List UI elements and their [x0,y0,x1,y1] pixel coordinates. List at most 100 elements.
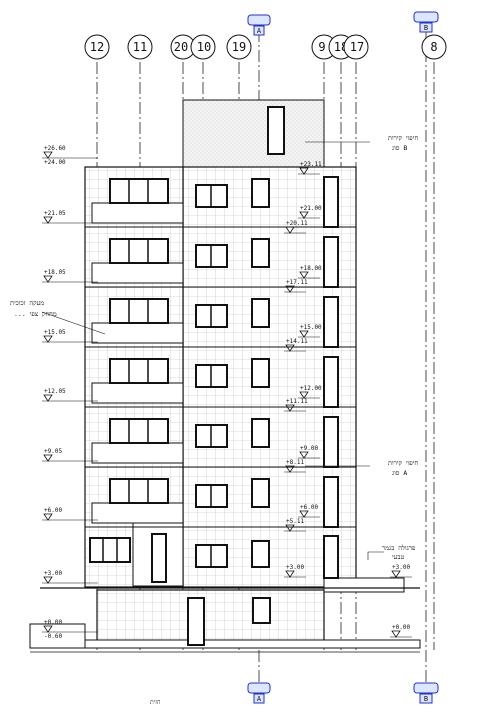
svg-text:-0.60: -0.60 [44,633,62,640]
svg-text:+3.00: +3.00 [392,564,410,571]
svg-text:B: B [424,24,428,32]
svg-text:+5.11: +5.11 [286,518,304,525]
svg-text:סוג B: סוג B [392,144,407,152]
balcony-railing [91,262,184,284]
level-marker-left-f7: +21.05 [42,210,98,224]
balcony-railing [91,322,184,344]
level-marker-left-f3: +9.05 [42,448,98,462]
level-marker-left-f1: +3.00 [42,570,98,584]
balcony-railing [91,202,184,224]
level-marker-right-r0: +3.00 [284,564,306,578]
note-cladding-a: חיפוי קירות סוג A [305,459,418,477]
svg-text:חיפוי קירות: חיפוי קירות [388,134,418,142]
svg-text:מעקה זכוכית: מעקה זכוכית [10,299,44,307]
svg-text:A: A [257,695,262,703]
grid-bubbles: 12 11 20 10 19 9 18 17 8 [84,34,447,60]
section-markers: A B A B [247,11,439,704]
svg-text:+18.00: +18.00 [300,265,322,272]
svg-text:+18.05: +18.05 [44,269,66,276]
level-marker-right-r2b: +8.11 [284,459,306,473]
level-marker-right-r1b: +5.11 [284,518,306,532]
svg-text:+9.05: +9.05 [44,448,62,455]
svg-text:+3.00: +3.00 [286,564,304,571]
level-marker-left-f6: +18.05 [42,269,98,283]
floor-1 [85,476,356,528]
svg-text:+23.11: +23.11 [300,161,322,168]
podium-ledge [323,577,405,593]
svg-text:+20.11: +20.11 [286,220,308,227]
grid-bubble-19: 19 [226,34,252,60]
tall-window [323,236,339,288]
level-marker-right-r3b: +11.11 [284,398,308,412]
note-railing: מעקה זכוכית ... מחוזק צפי [10,299,106,335]
svg-text:טבעי: טבעי [392,553,405,561]
left-level-markers: +26.60+24.00 +21.05 +18.05 +15.05 +12.05 +9.0… [42,145,98,640]
svg-text:+12.00: +12.00 [300,385,322,392]
annotations: חיפוי קירות סוג B מעקה זכוכית ... מחוזק … [10,134,418,561]
svg-text:17: 17 [350,40,364,54]
floor-2 [85,416,356,468]
svg-text:+14.11: +14.11 [286,338,308,345]
section-marker-bottom-b: B [413,682,439,704]
narrow-window [251,540,270,568]
balcony-railing [91,442,184,464]
grid-bubble-17: 17 [343,34,369,60]
svg-text:9: 9 [318,40,325,54]
svg-text:+6.00: +6.00 [44,507,62,514]
svg-text:+0.00: +0.00 [392,624,410,631]
grid-bubble-9: 9 [311,34,337,60]
balcony-railing [91,502,184,524]
grid-bubble-10: 10 [190,34,216,60]
svg-text:+12.05: +12.05 [44,388,66,395]
svg-text:B: B [424,695,428,703]
narrow-window [251,298,270,328]
level-marker-right-r-1: +0.00 [390,624,412,638]
svg-text:19: 19 [232,40,246,54]
tall-window [323,176,339,228]
balcony-window [109,358,169,384]
floor-4 [85,296,356,348]
level-marker-left-f5: +15.05 [42,329,98,343]
svg-text:10: 10 [197,40,211,54]
ground-plinth [29,639,421,649]
svg-text:+17.11: +17.11 [286,279,308,286]
svg-text:+24.00: +24.00 [44,159,66,166]
right-level-markers: +23.11 +21.00 +20.11 +18.00 +17.11 +15.00 +14.… [284,161,412,638]
f1-left-window [89,537,131,563]
svg-text:A: A [257,27,262,35]
note-cladding-b: חיפוי קירות סוג B [305,134,418,152]
svg-text:+3.00: +3.00 [44,570,62,577]
level-marker-right-r2: +9.00 [298,445,320,459]
footer-label: חזית [150,699,161,706]
level-marker-left-f4: +12.05 [42,388,98,402]
svg-text:פרגולה בגמר: פרגולה בגמר [382,544,416,552]
tall-window [323,296,339,348]
balcony-window [109,478,169,504]
level-marker-left-f2: +6.00 [42,507,98,521]
level-marker-left-roof: +26.60+24.00 [42,145,98,166]
svg-text:+0.00: +0.00 [44,619,62,626]
svg-text:סוג A: סוג A [392,469,407,477]
svg-text:+15.00: +15.00 [300,324,322,331]
svg-text:+11.11: +11.11 [286,398,308,405]
tall-window [323,535,339,579]
narrow-window [251,238,270,268]
note-pergola: פרגולה בגמר טבעי [367,544,416,561]
floor-5 [85,236,356,288]
narrow-window [251,358,270,388]
svg-text:20: 20 [174,40,188,54]
svg-text:11: 11 [133,40,147,54]
ground-floor [96,589,325,646]
left-annex [29,623,86,649]
level-marker-right-r3: +12.00 [298,385,322,399]
svg-text:+21.00: +21.00 [300,205,322,212]
section-marker-top-a: A [247,14,271,36]
grid-bubble-12: 12 [84,34,110,60]
level-marker-right-r4: +15.00 [298,324,322,338]
roof-window [267,106,285,155]
svg-text:חיפוי קירות: חיפוי קירות [388,459,418,467]
section-marker-top-b: B [413,11,439,33]
level-marker-right-r6: +21.00 [298,205,322,219]
balcony-window [109,238,169,264]
